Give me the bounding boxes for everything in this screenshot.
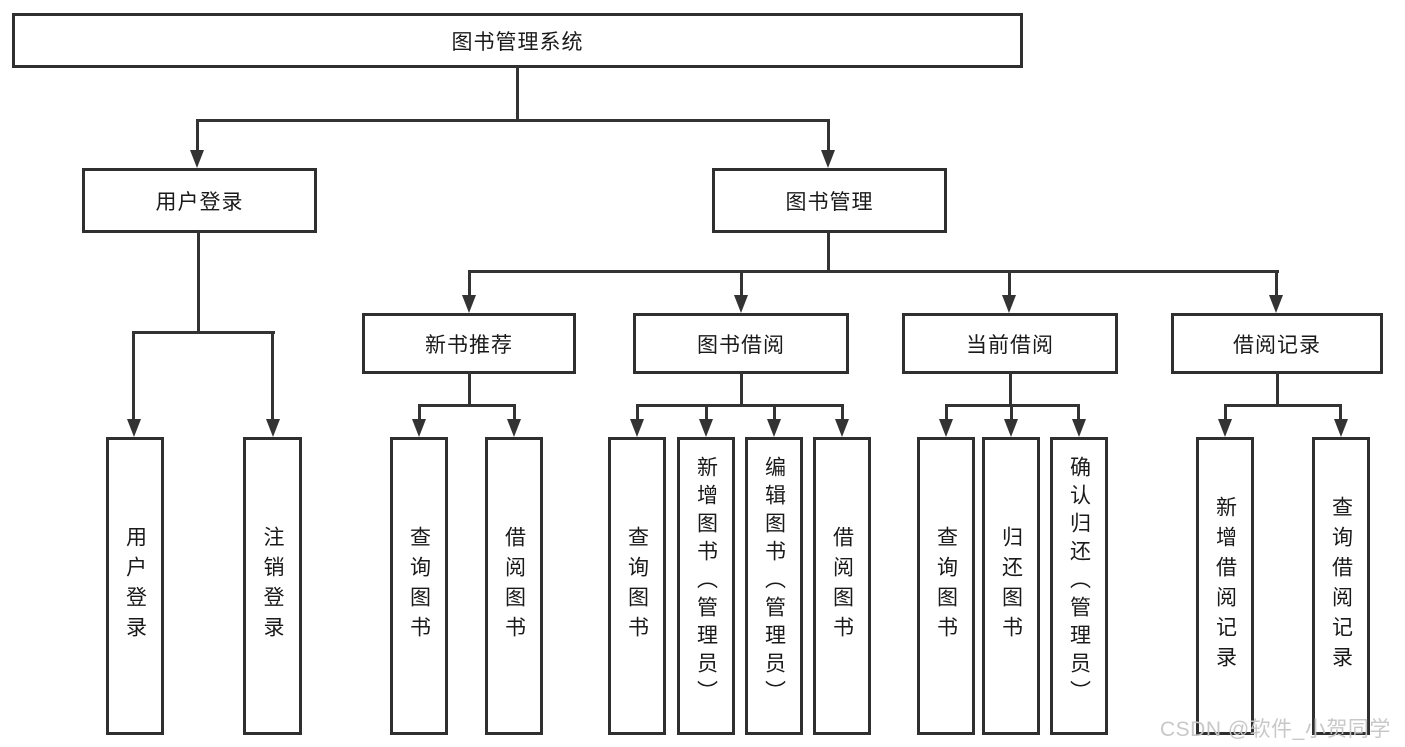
arrow-down-icon — [412, 419, 426, 437]
connector-vline — [827, 231, 830, 273]
connector-vline — [827, 119, 830, 152]
arrow-down-icon — [127, 419, 141, 437]
node-book-borrowing: 图书借阅 — [633, 313, 849, 374]
connector-vline — [740, 372, 743, 407]
connector-hline — [197, 119, 830, 122]
arrow-down-icon — [630, 419, 644, 437]
arrow-down-icon — [266, 419, 280, 437]
connector-vline — [418, 404, 421, 421]
node-confirm-return-admin: 确认归还（管理员） — [1050, 437, 1108, 735]
arrow-down-icon — [1072, 419, 1086, 437]
arrow-down-icon — [1004, 419, 1018, 437]
arrow-down-icon — [939, 419, 953, 437]
connector-vline — [1275, 270, 1278, 296]
node-return-book: 归还图书 — [982, 437, 1040, 735]
connector-vline — [705, 404, 708, 421]
csdn-watermark: CSDN @软件_小贺同学 — [1160, 718, 1391, 741]
connector-hline — [636, 404, 843, 407]
connector-vline — [132, 331, 135, 420]
connector-vline — [468, 372, 471, 407]
node-query-books-borrowing: 查询图书 — [608, 437, 666, 735]
node-borrow-books-recommend: 借阅图书 — [485, 437, 543, 735]
node-query-books-current: 查询图书 — [917, 437, 975, 735]
connector-vline — [271, 331, 274, 420]
connector-vline — [513, 404, 516, 421]
connector-vline — [1276, 372, 1279, 407]
connector-vline — [196, 119, 199, 152]
connector-vline — [945, 404, 948, 421]
connector-hline — [132, 331, 275, 334]
arrow-down-icon — [462, 295, 476, 313]
connector-vline — [1077, 404, 1080, 421]
arrow-down-icon — [767, 419, 781, 437]
connector-vline — [468, 270, 471, 296]
connector-hline — [418, 404, 516, 407]
arrow-down-icon — [1334, 419, 1348, 437]
node-logout: 注销登录 — [243, 437, 302, 735]
node-query-borrow-record: 查询借阅记录 — [1312, 437, 1370, 735]
connector-vline — [1008, 270, 1011, 296]
connector-hline — [1224, 404, 1342, 407]
arrow-down-icon — [835, 419, 849, 437]
node-current-borrowing: 当前借阅 — [902, 313, 1118, 374]
node-borrow-books-borrowing: 借阅图书 — [813, 437, 871, 735]
connector-hline — [468, 270, 1279, 273]
arrow-down-icon — [1269, 295, 1283, 313]
connector-vline — [773, 404, 776, 421]
node-user-login-action: 用户登录 — [106, 437, 164, 735]
connector-vline — [1339, 404, 1342, 421]
connector-vline — [1010, 404, 1013, 421]
node-book-management: 图书管理 — [712, 168, 947, 233]
node-library-system: 图书管理系统 — [12, 13, 1023, 68]
node-borrowing-records: 借阅记录 — [1171, 313, 1383, 374]
node-query-books-recommend: 查询图书 — [390, 437, 448, 735]
node-add-borrow-record: 新增借阅记录 — [1196, 437, 1254, 735]
connector-vline — [636, 404, 639, 421]
arrow-down-icon — [190, 150, 204, 168]
connector-vline — [740, 270, 743, 296]
connector-vline — [841, 404, 844, 421]
connector-vline — [516, 66, 519, 122]
connector-vline — [197, 231, 200, 334]
arrow-down-icon — [507, 419, 521, 437]
arrow-down-icon — [734, 295, 748, 313]
arrow-down-icon — [1002, 295, 1016, 313]
arrow-down-icon — [1218, 419, 1232, 437]
arrow-down-icon — [699, 419, 713, 437]
arrow-down-icon — [821, 150, 835, 168]
node-edit-book-admin: 编辑图书（管理员） — [745, 437, 803, 735]
node-user-login: 用户登录 — [82, 168, 317, 233]
node-new-book-recommend: 新书推荐 — [362, 313, 576, 374]
connector-vline — [1009, 372, 1012, 407]
connector-vline — [1224, 404, 1227, 421]
node-add-book-admin: 新增图书（管理员） — [677, 437, 735, 735]
